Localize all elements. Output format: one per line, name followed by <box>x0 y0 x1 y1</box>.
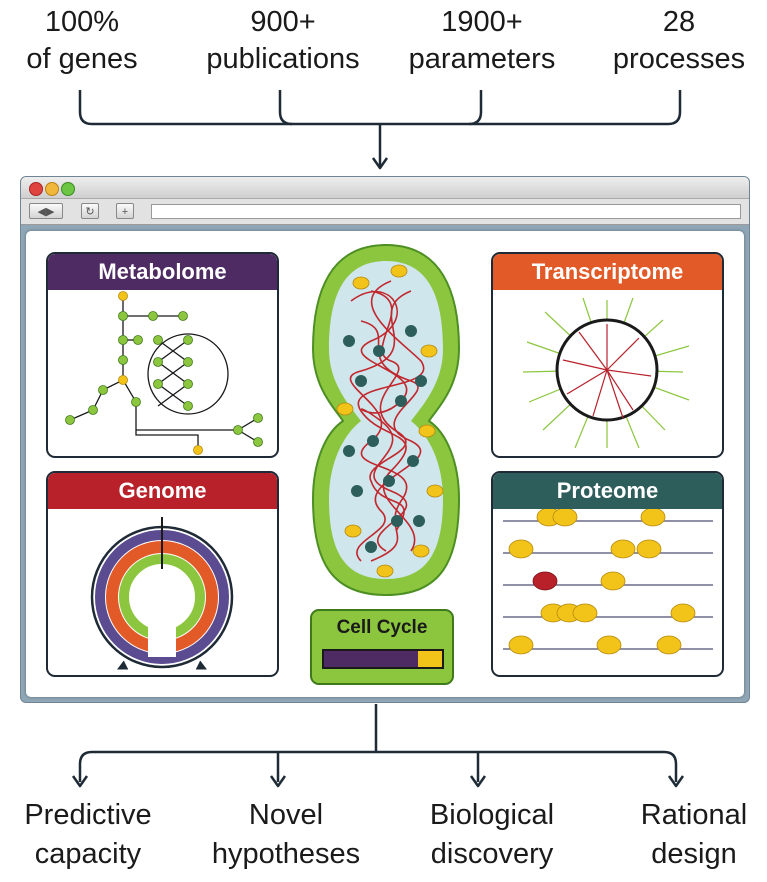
browser-window: ◀▶ ↻ + <box>20 176 750 703</box>
cell-cycle-progress-fill <box>418 651 442 667</box>
minimize-window-icon[interactable] <box>45 182 59 196</box>
stat-parameters: 1900+ parameters <box>392 4 572 78</box>
outcome-line: design <box>651 838 737 870</box>
stat-value: 1900+ <box>441 6 523 38</box>
stat-label: of genes <box>26 43 138 75</box>
outcome-line: capacity <box>34 838 142 870</box>
close-window-icon[interactable] <box>29 182 43 196</box>
genome-title: Genome <box>48 473 277 509</box>
proteome-ribosome-tracks <box>503 509 713 655</box>
back-forward-icon[interactable]: ◀▶ <box>29 203 63 219</box>
metabolome-title: Metabolome <box>48 254 277 290</box>
proteome-panel: Proteome <box>491 471 724 677</box>
genome-circular-map <box>90 517 234 670</box>
maximize-window-icon[interactable] <box>61 182 75 196</box>
stat-label: publications <box>206 43 360 75</box>
outcome-line: discovery <box>430 838 554 870</box>
transcriptome-radial-plot <box>522 297 690 449</box>
address-bar[interactable] <box>151 204 741 219</box>
outcome-line: Novel <box>248 799 324 831</box>
cell-illustration <box>311 243 461 597</box>
outcome-line: Predictive <box>24 799 152 831</box>
outcome-predictive: Predictive capacity <box>0 796 188 874</box>
genome-panel: Genome <box>46 471 279 677</box>
transcriptome-panel: Transcriptome <box>491 252 724 458</box>
browser-toolbar: ◀▶ ↻ + <box>21 199 749 225</box>
transcriptome-title: Transcriptome <box>493 254 722 290</box>
proteome-title: Proteome <box>493 473 722 509</box>
cell-cycle-label: Cell Cycle <box>336 617 428 638</box>
stat-value: 28 <box>662 6 696 38</box>
model-canvas: Metabolome <box>26 231 744 697</box>
outcome-rational: Rational design <box>594 796 767 874</box>
reload-icon[interactable]: ↻ <box>81 203 99 219</box>
metabolic-network-graph <box>65 291 263 455</box>
stat-label: parameters <box>408 43 556 75</box>
stat-label: processes <box>612 43 746 75</box>
outcome-biological: Biological discovery <box>392 796 592 874</box>
outcome-line: Rational <box>640 799 748 831</box>
stat-value: 100% <box>44 6 120 38</box>
outcome-line: Biological <box>429 799 555 831</box>
metabolome-panel: Metabolome <box>46 252 279 458</box>
cell-cycle-indicator: Cell Cycle <box>310 609 454 685</box>
stat-processes: 28 processes <box>589 4 767 78</box>
outcome-novel: Novel hypotheses <box>186 796 386 874</box>
window-titlebar <box>21 177 749 199</box>
stat-genes: 100% of genes <box>0 4 172 78</box>
outcome-line: hypotheses <box>211 838 361 870</box>
plus-icon[interactable]: + <box>116 203 134 219</box>
stat-value: 900+ <box>250 6 316 38</box>
cell-cycle-progress-bar <box>322 649 444 669</box>
stat-publications: 900+ publications <box>193 4 373 78</box>
